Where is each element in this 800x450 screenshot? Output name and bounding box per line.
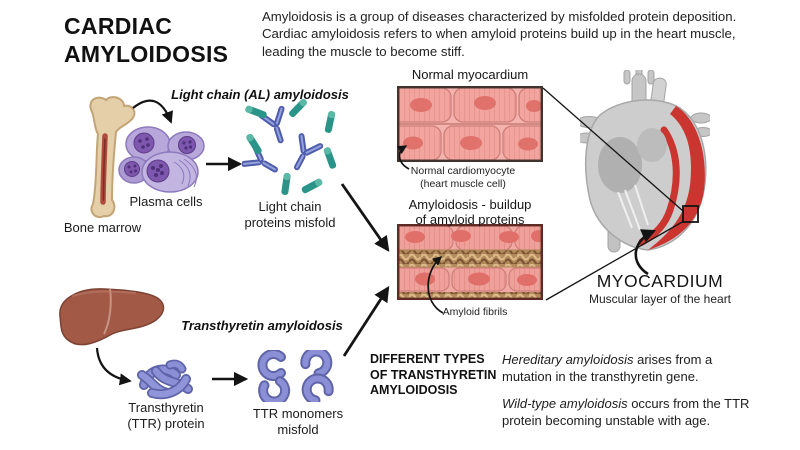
panel-border [397,86,543,162]
wildtype-rest: occurs from the TTR protein becoming uns… [502,396,750,428]
heart-illustration [580,70,710,253]
amyloid-fibrils-callout: Amyloid fibrils [442,306,508,318]
myocardium-label: MYOCARDIUM [596,271,724,291]
amyloidosis-panel-title: Amyloidosis - buildup of amyloid protein… [408,197,532,228]
hereditary-rest: arises from a mutation in the transthyre… [502,352,713,384]
normal-cardiomyocyte-callout: Normal cardiomyocyte (heart muscle cell) [410,165,516,190]
ttr-protein-label: Transthyretin (TTR) protein [127,400,205,432]
normal-myocardium-title: Normal myocardium [411,67,529,82]
wildtype-amyloidosis-text: Wild-type amyloidosis occurs from the TT… [502,396,774,430]
liver-ligament [103,288,112,335]
hereditary-term: Hereditary amyloidosis [502,352,634,367]
amyloidosis-panel [397,224,543,300]
page-title: CARDIAC AMYLOIDOSIS [64,13,229,68]
liver-highlight [71,290,137,297]
antibody-scatter [242,97,338,196]
bone-marrow-core [102,138,106,201]
types-section-heading: DIFFERENT TYPES OF TRANSTHYRETIN AMYLOID… [370,352,497,398]
light-chain-proteins-illustration [242,97,338,196]
myocardium-sublabel: Muscular layer of the heart [588,292,732,306]
bone-marrow-illustration [89,96,136,218]
hereditary-amyloidosis-text: Hereditary amyloidosis arises from a mut… [502,352,760,386]
ttr-monomers-illustration [254,350,340,402]
normal-myocardium-panel [397,86,543,162]
intro-paragraph: Amyloidosis is a group of diseases chara… [262,9,737,59]
amyloid-fibril-band [397,249,543,268]
bone-marrow-label: Bone marrow [63,220,142,235]
plasma-cells-illustration [118,126,205,193]
ttr-protein-illustration [137,359,193,400]
ttr-heading: Transthyretin amyloidosis [181,318,343,333]
plasma-cells-label: Plasma cells [129,194,203,209]
plasma-cell-cluster [118,126,205,193]
light-chain-heading: Light chain (AL) amyloidosis [171,87,349,102]
amyloid-fibril-band-bottom [398,292,542,299]
ttr-tangle [137,359,193,400]
amyloid-cardiomyocytes [397,225,543,299]
monomer-group [262,350,332,402]
normal-cardiomyocytes [397,87,543,161]
liver-body [59,288,165,346]
wildtype-term: Wild-type amyloidosis [502,396,628,411]
light-chain-misfold-label: Light chain proteins misfold [244,199,336,231]
liver-illustration [59,288,165,346]
ttr-monomers-label: TTR monomers misfold [252,406,344,438]
panel-border [397,224,543,300]
